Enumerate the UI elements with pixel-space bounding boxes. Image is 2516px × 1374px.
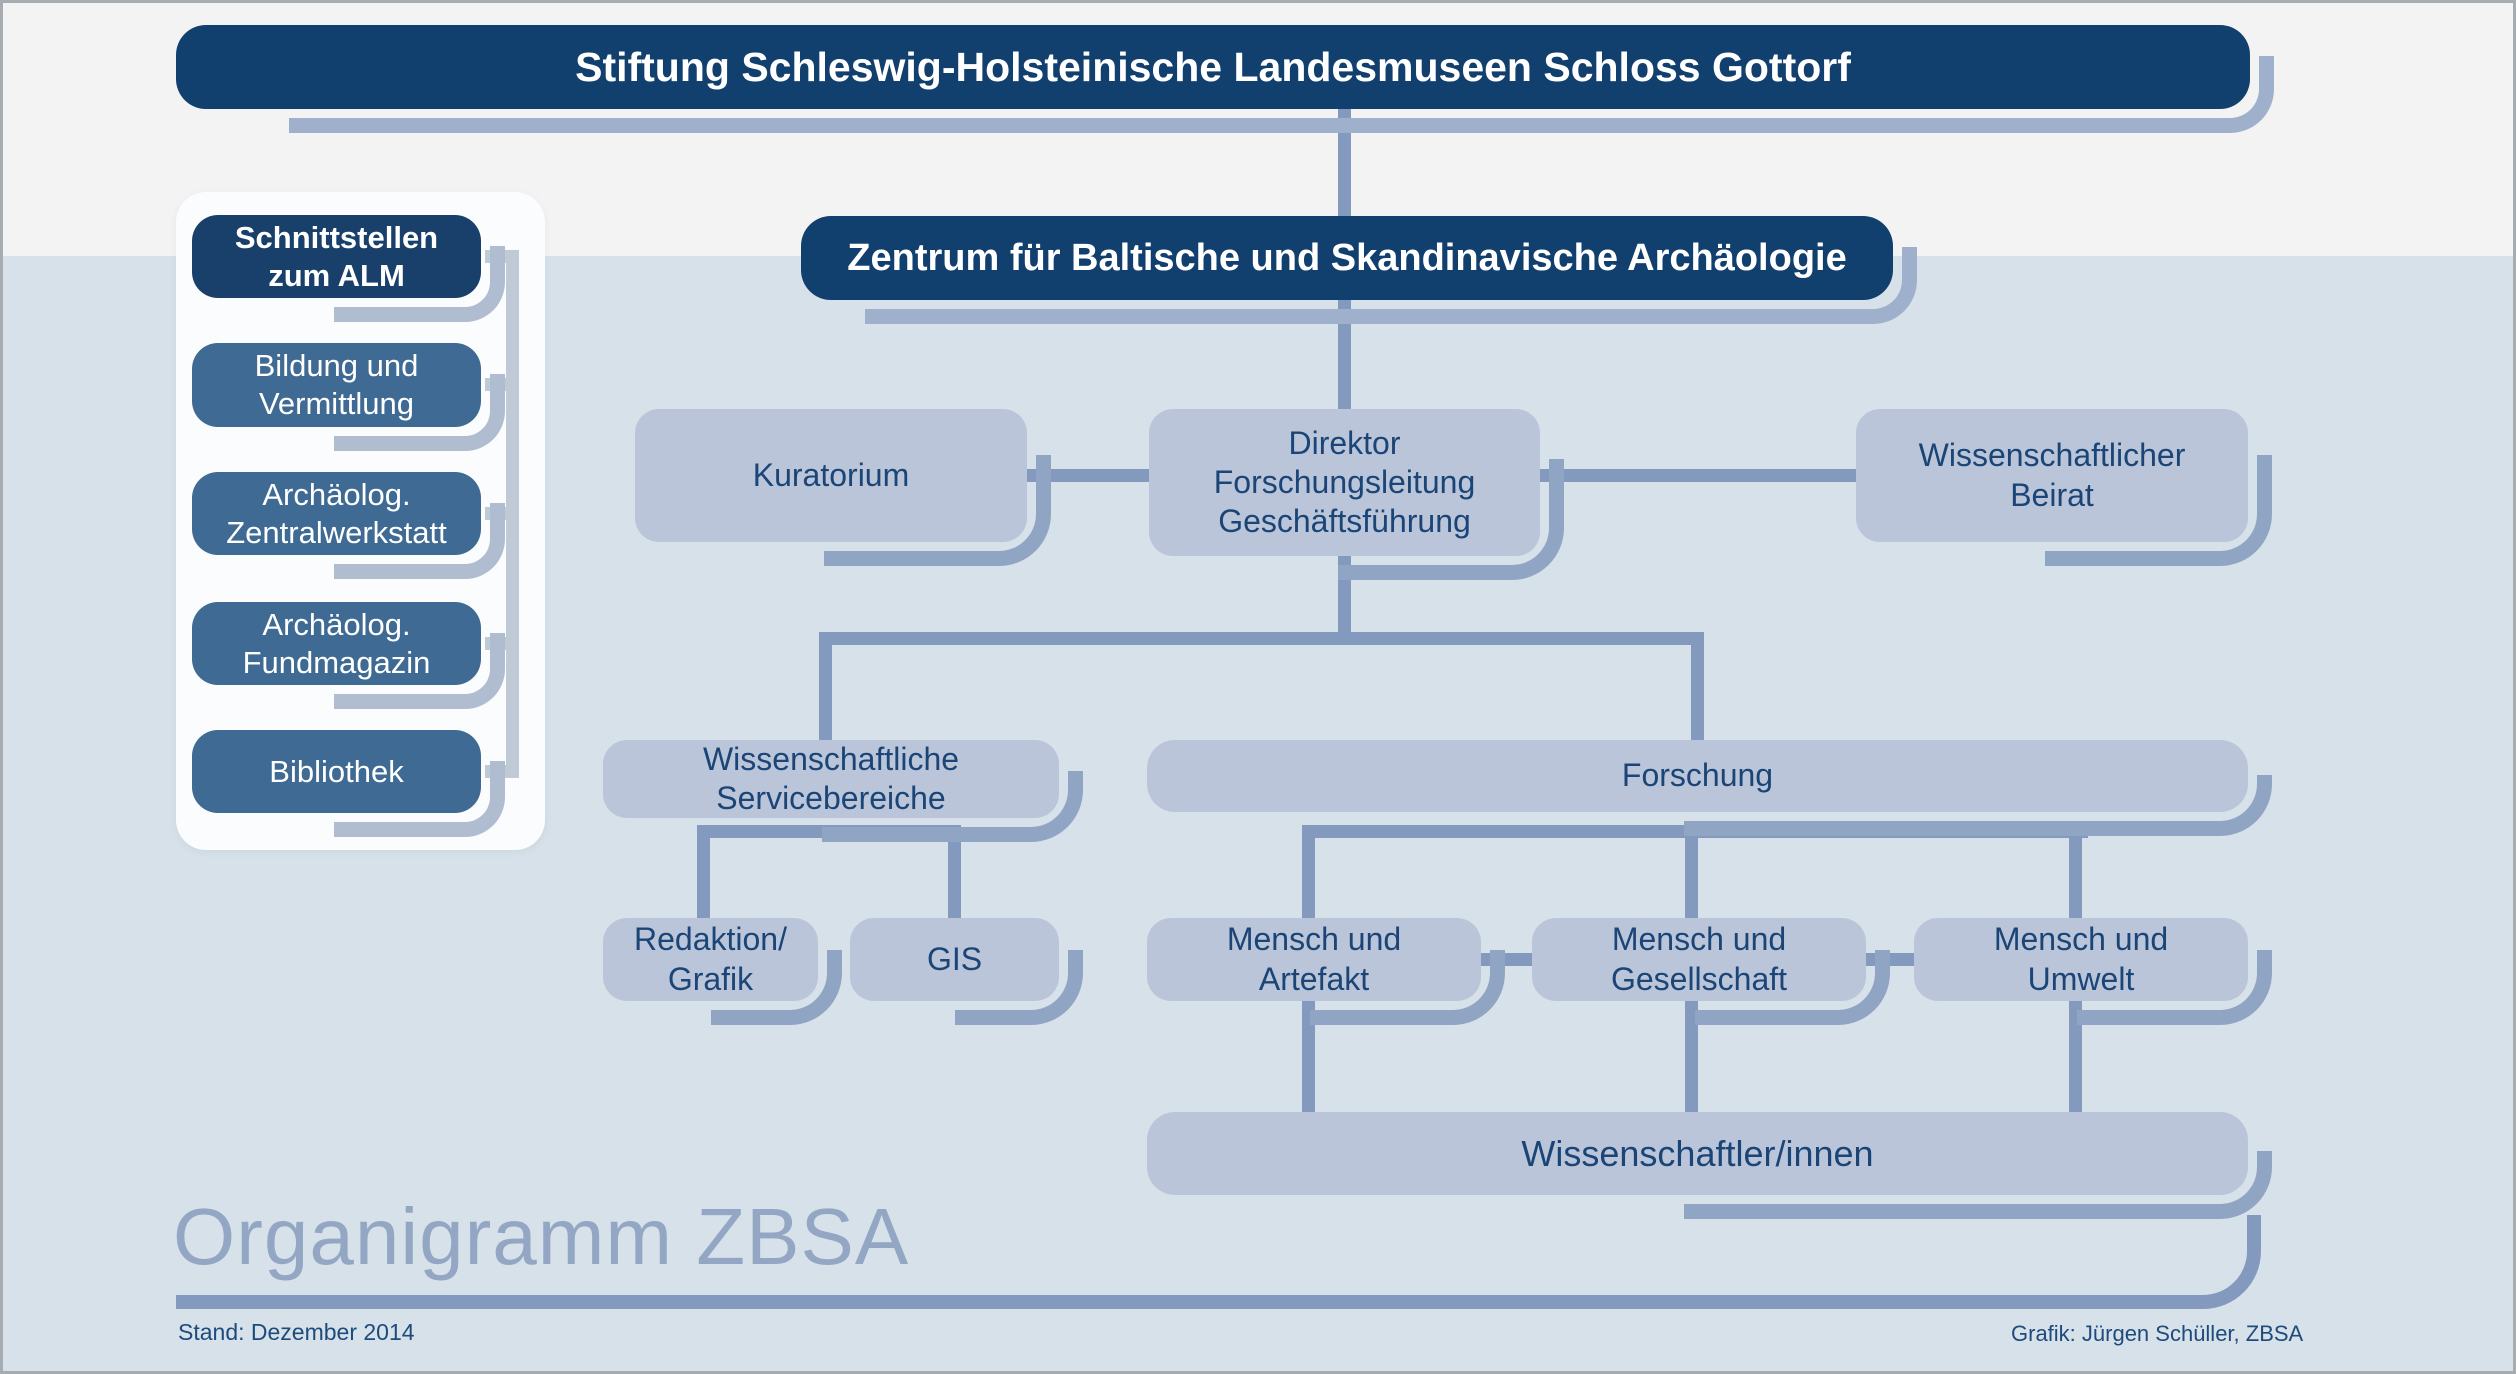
zbsa-title-bar: Zentrum für Baltische und Skandinavische… xyxy=(801,216,1917,324)
box-wissenschaftliche-servicebereiche: Wissenschaftliche Servicebereiche xyxy=(603,740,1083,842)
connector-drop-redaktion xyxy=(697,835,710,919)
connector-artefakt-wissenschaftler xyxy=(1302,999,1315,1113)
box-wissenschaftler-innen: Wissenschaftler/innen xyxy=(1147,1112,2272,1219)
box-gis: GIS xyxy=(850,918,1083,1025)
connector-stiftung-zbsa xyxy=(1338,109,1351,219)
bottom-rule xyxy=(176,1295,2189,1309)
sidebar-item-archaeolog-fundmagazin: Archäolog. Fundmagazin xyxy=(192,602,505,709)
box-direktor: Direktor Forschungsleitung Geschäftsführ… xyxy=(1149,409,1564,580)
connector-drop-artefakt xyxy=(1302,835,1315,919)
connector-umwelt-wissenschaftler xyxy=(2069,999,2082,1113)
connector-artefakt-gesellschaft xyxy=(1471,953,1543,966)
box-kuratorium: Kuratorium xyxy=(635,409,1051,566)
box-redaktion-grafik: Redaktion/ Grafik xyxy=(603,918,842,1025)
connector-kuratorium-direktor xyxy=(1003,469,1173,482)
connector-gesellschaft-umwelt xyxy=(1856,953,1924,966)
stand-date: Stand: Dezember 2014 xyxy=(178,1319,415,1345)
stiftung-title-bar: Stiftung Schleswig-Holsteinische Landesm… xyxy=(176,25,2275,133)
sidebar-bracket-stub-3 xyxy=(485,507,519,520)
connector-direktor-split xyxy=(1338,556,1351,645)
connector-bus-forschung xyxy=(1302,825,2088,838)
box-mensch-und-gesellschaft: Mensch und Gesellschaft xyxy=(1532,918,1890,1025)
sidebar-bracket-stub-2 xyxy=(485,378,519,391)
sidebar-item-bibliothek: Bibliothek xyxy=(192,730,505,837)
sidebar-item-archaeolog-zentralwerkstatt: Archäolog. Zentralwerkstatt xyxy=(192,472,505,579)
box-mensch-und-artefakt: Mensch und Artefakt xyxy=(1147,918,1505,1025)
box-mensch-und-umwelt: Mensch und Umwelt xyxy=(1914,918,2272,1025)
connector-drop-umwelt xyxy=(2069,835,2082,919)
sidebar-bracket-stub-5 xyxy=(485,765,519,778)
connector-drop-gis xyxy=(948,835,961,919)
box-forschung: Forschung xyxy=(1147,740,2272,836)
connector-bus-servicebereiche xyxy=(697,825,961,838)
connector-drop-forschung xyxy=(1691,632,1704,742)
box-wissenschaftlicher-beirat: Wissenschaftlicher Beirat xyxy=(1856,409,2272,566)
credit-note: Grafik: Jürgen Schüller, ZBSA xyxy=(2011,1321,2304,1346)
watermark-organigramm-zbsa: Organigramm ZBSA xyxy=(173,1192,910,1281)
connector-split-horizontal xyxy=(819,632,1704,645)
sidebar-item-bildung-vermittlung: Bildung und Vermittlung xyxy=(192,343,505,451)
sidebar-item-schnittstellen-alm: Schnittstellen zum ALM xyxy=(192,215,505,322)
connector-drop-servicebereiche xyxy=(819,632,832,742)
sidebar-bracket-stub-1 xyxy=(485,250,519,263)
connector-zbsa-direktor xyxy=(1338,298,1351,412)
connector-gesellschaft-wissenschaftler xyxy=(1685,999,1698,1113)
connector-drop-gesellschaft xyxy=(1685,835,1698,919)
sidebar-bracket-stub-4 xyxy=(485,637,519,650)
connector-direktor-beirat xyxy=(1513,469,1883,482)
